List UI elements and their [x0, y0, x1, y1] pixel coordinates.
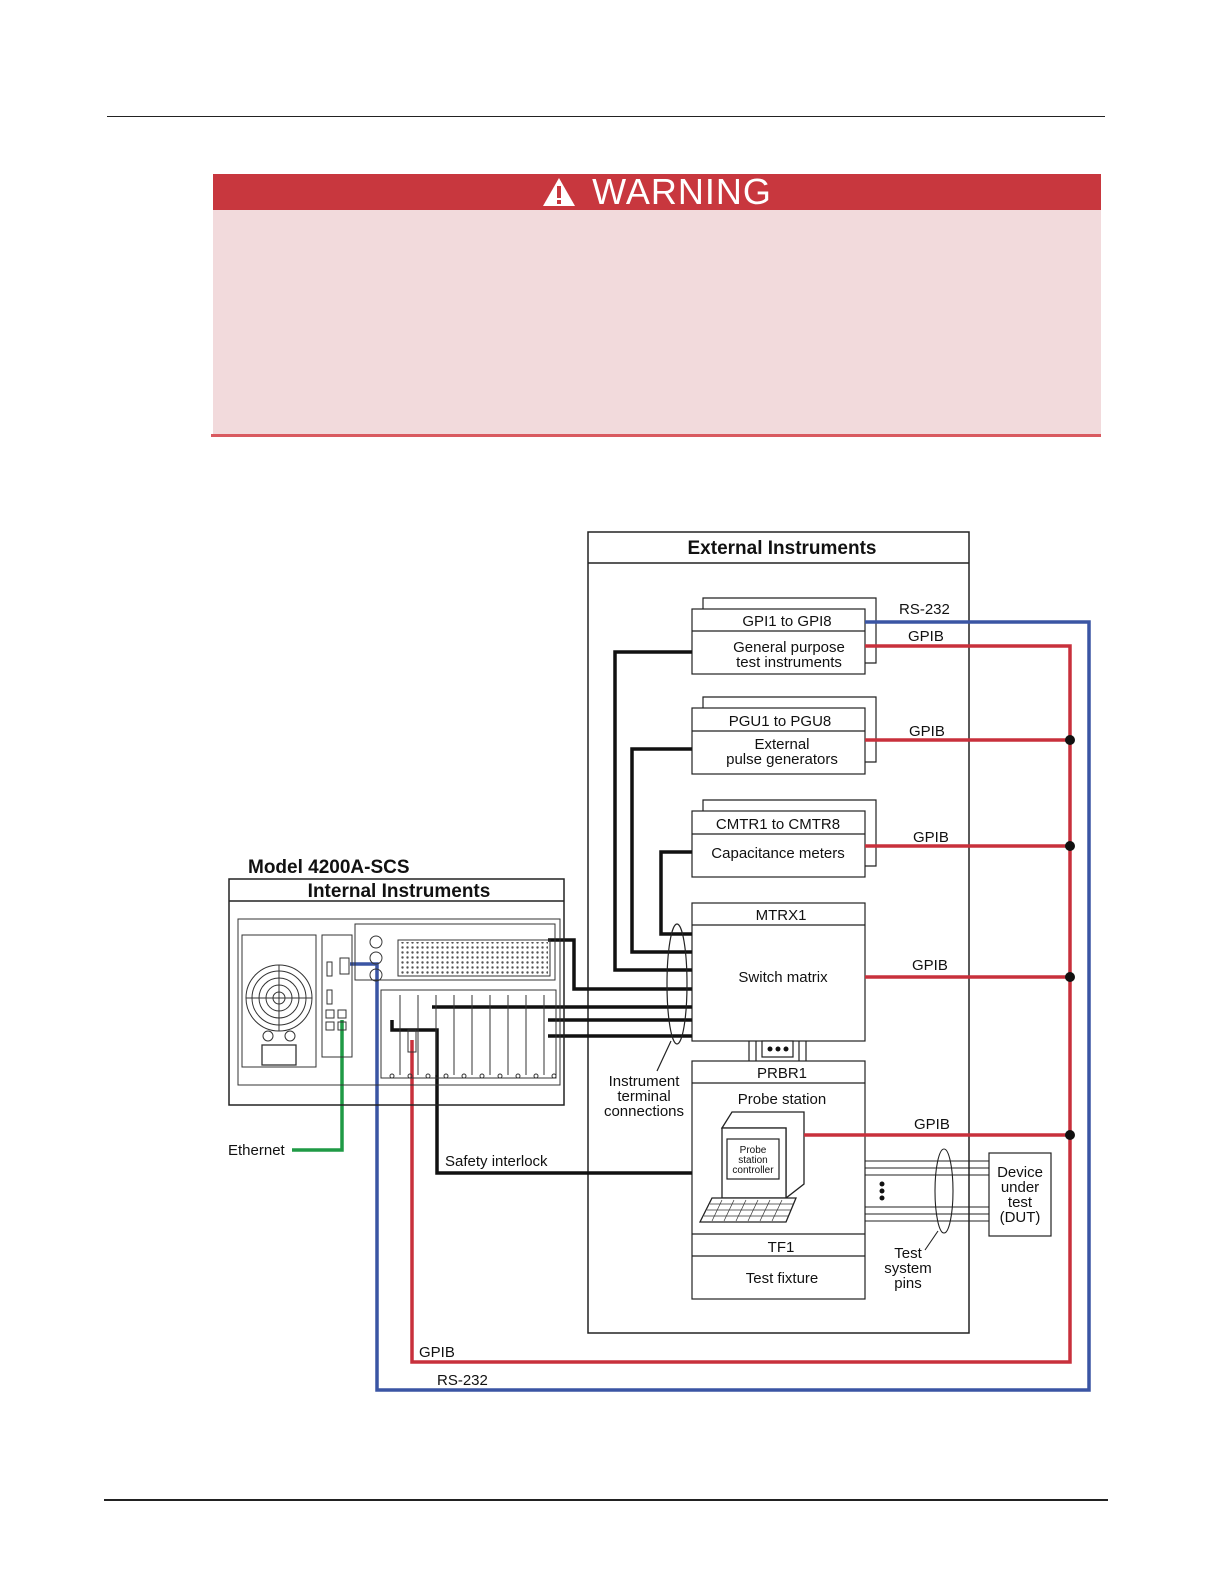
cmtr-box: CMTR1 to CMTR8 Capacitance meters	[691, 799, 877, 878]
test-pins-label-3: pins	[894, 1275, 922, 1292]
gpib-junctions	[1065, 735, 1075, 1140]
instrument-wires	[432, 650, 692, 1038]
warning-underline	[211, 434, 1101, 437]
prbr-name: PRBR1	[757, 1065, 807, 1082]
external-title: External Instruments	[688, 538, 877, 559]
controller-label-2: station	[738, 1155, 767, 1166]
gpib-gpi-label: GPIB	[908, 628, 944, 645]
safety-interlock-wire	[390, 1020, 692, 1175]
dut-label-2: under	[1001, 1179, 1039, 1196]
rs232-bottom-label: RS-232	[437, 1372, 488, 1389]
gpi-desc2: test instruments	[736, 654, 842, 671]
dut-box: Device under test (DUT)	[988, 1152, 1052, 1237]
tf-desc1: Test fixture	[746, 1270, 819, 1287]
mtrx-desc1: Switch matrix	[738, 969, 828, 986]
terminal-label-1: Instrument	[609, 1073, 681, 1090]
rs232-top-label: RS-232	[899, 601, 950, 618]
chassis-grill-dots	[400, 942, 548, 974]
mtrx-box: MTRX1 Switch matrix	[691, 902, 866, 1042]
matrix-prober-connector	[748, 1040, 807, 1061]
rs232-wire	[350, 620, 1091, 1392]
test-system-pins	[865, 1148, 989, 1251]
gpib-mtrx-label: GPIB	[912, 957, 948, 974]
ethernet-label: Ethernet	[228, 1142, 286, 1159]
gpib-prbr-label: GPIB	[914, 1116, 950, 1133]
gpi-box: GPI1 to GPI8 General purpose test instru…	[691, 597, 877, 675]
chassis-rear-panel	[237, 918, 561, 1086]
cmtr-desc1: Capacitance meters	[711, 845, 844, 862]
cmtr-name: CMTR1 to CMTR8	[716, 816, 840, 833]
test-pins-label-1: Test	[894, 1245, 922, 1262]
dut-label-3: test	[1008, 1194, 1033, 1211]
controller-label-1: Probe	[740, 1145, 767, 1156]
pgu-name: PGU1 to PGU8	[729, 713, 832, 730]
header-rule	[107, 116, 1105, 117]
internal-frame	[228, 878, 565, 1106]
external-frame	[587, 531, 970, 1334]
model-title: Model 4200A-SCS	[248, 857, 410, 878]
pin-ellipsis-dots	[879, 1181, 885, 1201]
warning-icon	[543, 178, 576, 206]
warning-body	[213, 210, 1101, 434]
terminal-connections-marker	[656, 923, 688, 1072]
gpi-desc1: General purpose	[733, 639, 845, 656]
pgu-desc1: External	[754, 736, 809, 753]
dut-label-4: (DUT)	[1000, 1209, 1041, 1226]
gpib-bottom-label: GPIB	[419, 1344, 455, 1361]
tf-name: TF1	[768, 1239, 795, 1256]
warning-header: WARNING	[213, 171, 1101, 212]
warning-title: WARNING	[592, 171, 772, 212]
controller-label-3: controller	[732, 1165, 774, 1176]
gpi-name: GPI1 to GPI8	[742, 613, 831, 630]
ethernet-wire	[292, 1020, 344, 1152]
internal-title: Internal Instruments	[308, 881, 491, 902]
pgu-box: PGU1 to PGU8 External pulse generators	[691, 696, 877, 775]
prbr-desc1: Probe station	[738, 1091, 826, 1108]
dut-label-1: Device	[997, 1164, 1043, 1181]
pgu-desc2: pulse generators	[726, 751, 838, 768]
probe-controller-icon: Probe station controller	[698, 1111, 805, 1223]
terminal-label-3: connections	[604, 1103, 684, 1120]
safety-interlock-label: Safety interlock	[445, 1153, 548, 1170]
mtrx-name: MTRX1	[756, 907, 807, 924]
test-pins-label-2: system	[884, 1260, 932, 1277]
gpib-wires	[410, 644, 1072, 1364]
terminal-label-2: terminal	[617, 1088, 670, 1105]
gpib-pgu-label: GPIB	[909, 723, 945, 740]
footer-rule	[104, 1499, 1108, 1501]
gpib-cmtr-label: GPIB	[913, 829, 949, 846]
